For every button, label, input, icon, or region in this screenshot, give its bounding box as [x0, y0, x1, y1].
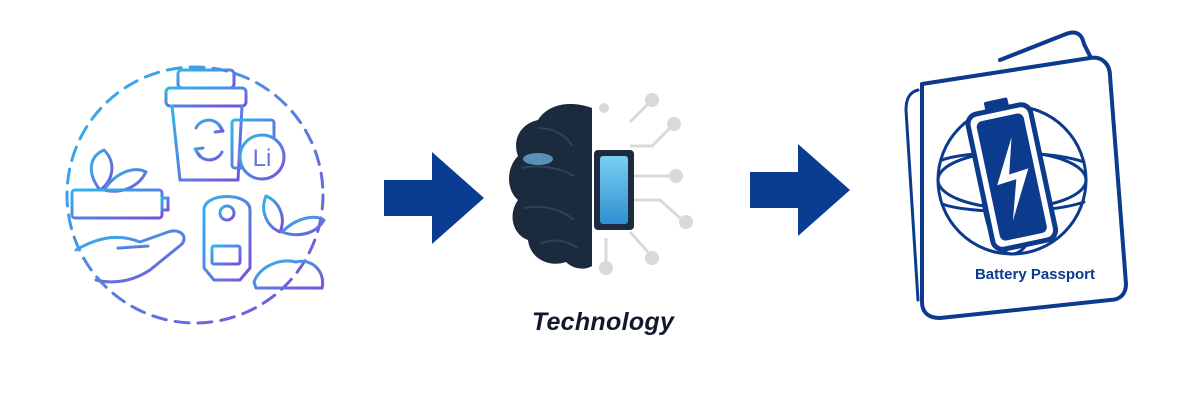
battery-passport-icon	[904, 30, 1128, 320]
technology-label: Technology	[531, 308, 675, 336]
flow-arrow-icon	[384, 152, 484, 244]
flow-arrow-icon	[750, 144, 850, 236]
sustainability-recycling-icon	[65, 65, 326, 325]
ai-brain-chip-icon	[509, 93, 693, 275]
lithium-symbol: Li	[253, 145, 272, 172]
battery-passport-label: Battery Passport	[974, 266, 1096, 283]
